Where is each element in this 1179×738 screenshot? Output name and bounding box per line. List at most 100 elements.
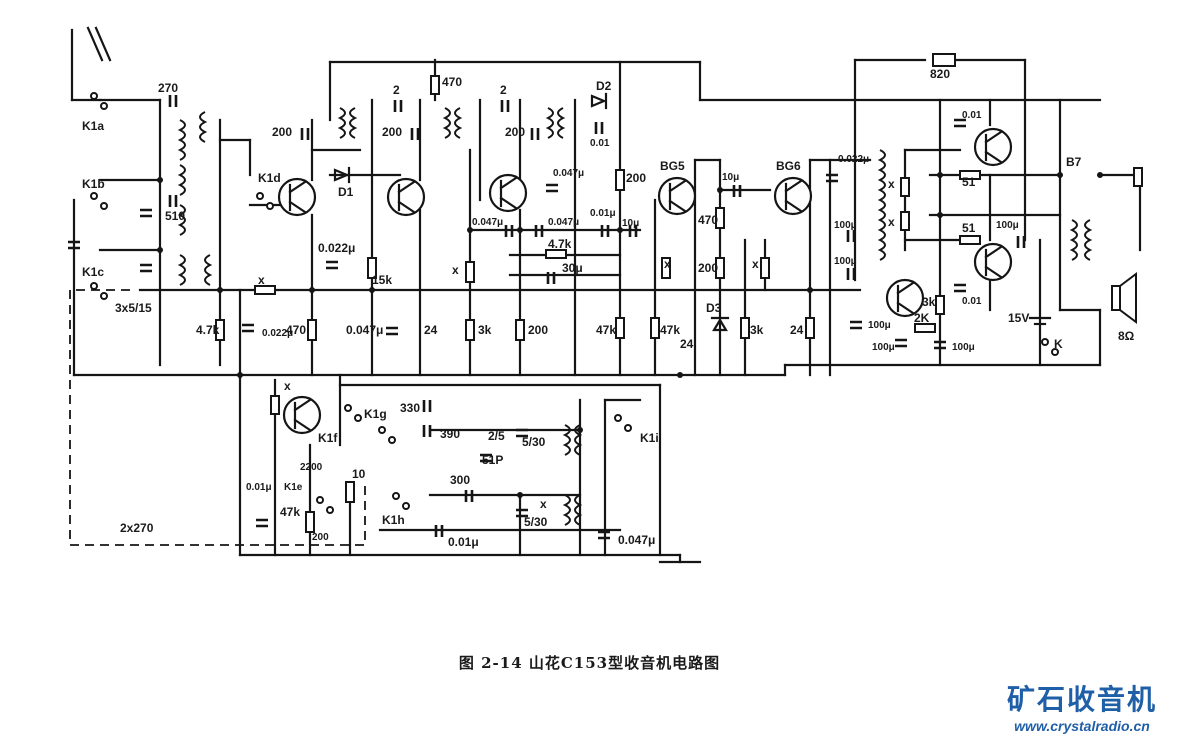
- label-c001u-b: 0.01μ: [246, 482, 272, 493]
- label-x3: x: [664, 257, 671, 271]
- label-r47k-e: 47k: [280, 505, 300, 519]
- label-c5-30-b: 5/30: [524, 515, 548, 529]
- label-c100u-e: 100μ: [872, 342, 895, 353]
- label-x7: x: [284, 379, 291, 393]
- watermark-title: 矿石收音机: [1006, 683, 1157, 716]
- label-x2: x: [452, 263, 459, 277]
- label-x8: x: [540, 497, 547, 511]
- label-c0047u-d: 0.047μ: [346, 323, 383, 337]
- label-c2-a: 2: [393, 83, 400, 97]
- label-c100u-d: 100μ: [868, 320, 891, 331]
- label-r470-c: 470: [698, 213, 718, 227]
- label-r47k-d: 47k: [660, 323, 680, 337]
- label-k1a: K1a: [82, 119, 104, 133]
- diodes: [333, 92, 730, 332]
- transistor-output-lower: [973, 242, 1013, 282]
- label-c3x5-15: 3x5/15: [115, 301, 152, 315]
- label-d1: D1: [338, 185, 354, 199]
- transistor-bg5: [657, 176, 697, 216]
- label-r200-b: 200: [528, 323, 548, 337]
- transistor-output-upper: [973, 127, 1013, 167]
- label-r10: 10: [352, 467, 366, 481]
- label-c001u-a: 0.01μ: [590, 208, 616, 219]
- label-c51p: 51P: [482, 453, 503, 467]
- label-k1i: K1i: [640, 431, 659, 445]
- label-c2-5: 2/5: [488, 429, 505, 443]
- transistor-driver-bias: [885, 278, 925, 318]
- label-c100u-b: 100μ: [834, 256, 857, 267]
- label-c100u-c: 100μ: [996, 220, 1019, 231]
- label-x4: x: [752, 257, 759, 271]
- transistor-bg3: [488, 173, 528, 213]
- label-c390: 390: [440, 427, 460, 441]
- label-r3k-b: 3k: [478, 323, 492, 337]
- battery: [1028, 316, 1052, 326]
- label-r51-b: 51: [962, 221, 976, 235]
- label-r47k-c: 47k: [596, 323, 616, 337]
- label-k1f: K1f: [318, 431, 338, 445]
- label-k1c: K1c: [82, 265, 104, 279]
- label-c001u-c: 0.01μ: [448, 535, 479, 549]
- label-k-switch: K: [1054, 337, 1063, 351]
- watermark-url: www.crystalradio.cn: [1014, 718, 1150, 734]
- main-wiring: [70, 26, 1142, 564]
- label-c0047u-a: 0.047μ: [472, 217, 503, 228]
- label-c10u-a: 10μ: [622, 218, 639, 229]
- label-c001-a: 0.01: [962, 110, 982, 121]
- label-c200-c: 200: [505, 125, 525, 139]
- label-k1d: K1d: [258, 171, 281, 185]
- label-r200-a: 200: [626, 171, 646, 185]
- label-c300: 300: [450, 473, 470, 487]
- label-c2-b: 2: [500, 83, 507, 97]
- label-c10u-b: 10μ: [722, 172, 739, 183]
- label-r820: 820: [930, 67, 950, 81]
- label-c001-b: 0.01: [962, 296, 982, 307]
- capacitors: [68, 95, 1026, 540]
- label-k1b: K1b: [82, 177, 105, 191]
- label-r470-b: 470: [286, 323, 306, 337]
- label-c0022u-a: 0.022μ: [318, 241, 355, 255]
- schematic-labels: 820 270 K1a K1b K1c K1d 510 3x5/15 200 2…: [82, 67, 1135, 549]
- label-k1h: K1h: [382, 513, 405, 527]
- label-r3k-a: 3k: [922, 295, 936, 309]
- label-b7: B7: [1066, 155, 1082, 169]
- speaker: [1111, 272, 1137, 324]
- label-c100u-f: 100μ: [952, 342, 975, 353]
- label-c270-top: 270: [158, 81, 178, 95]
- transistor-bg6: [773, 176, 813, 216]
- label-c200-b: 200: [382, 125, 402, 139]
- label-r51-a: 51: [962, 175, 976, 189]
- label-c0022u-c: 0.022μ: [262, 328, 293, 339]
- label-bg6: BG6: [776, 159, 801, 173]
- label-r24-a: 24: [424, 323, 438, 337]
- ganged-tuning-link: [69, 289, 366, 546]
- label-bg5: BG5: [660, 159, 685, 173]
- label-c100u-a: 100μ: [834, 220, 857, 231]
- label-spk8: 8Ω: [1118, 329, 1135, 343]
- transistor-sw-oscillator: [282, 395, 322, 435]
- label-c0047u-c: 0.047μ: [548, 217, 579, 228]
- label-r470-top: 470: [442, 75, 462, 89]
- label-c0047u-e: 0.047μ: [618, 533, 655, 547]
- label-x5: x: [888, 177, 895, 191]
- transistor-bg2: [386, 177, 426, 217]
- band-switch-contacts: [90, 92, 1059, 514]
- figure-caption: 图 2-14 山花C153型收音机电路图: [458, 654, 721, 672]
- label-c0022u-b: 0.022μ: [838, 154, 869, 165]
- label-c330: 330: [400, 401, 420, 415]
- label-r47k-a: 4.7k: [548, 237, 572, 251]
- label-c001-top: 0.01: [590, 138, 610, 149]
- label-r3k-c: 3k: [750, 323, 764, 337]
- label-c2200: 2200: [300, 462, 323, 473]
- watermark: 矿石收音机 www.crystalradio.cn: [1007, 678, 1157, 734]
- label-c510: 510: [165, 209, 185, 223]
- label-r200-c: 200: [698, 261, 718, 275]
- label-r15k: 15k: [372, 273, 392, 287]
- label-c0047u-b: 0.047μ: [553, 168, 584, 179]
- label-c30u: 30μ: [562, 261, 583, 275]
- label-r24-b: 24: [680, 337, 694, 351]
- label-r2k: 2K: [914, 311, 930, 325]
- label-d3: D3: [706, 301, 722, 315]
- label-k1g: K1g: [364, 407, 387, 421]
